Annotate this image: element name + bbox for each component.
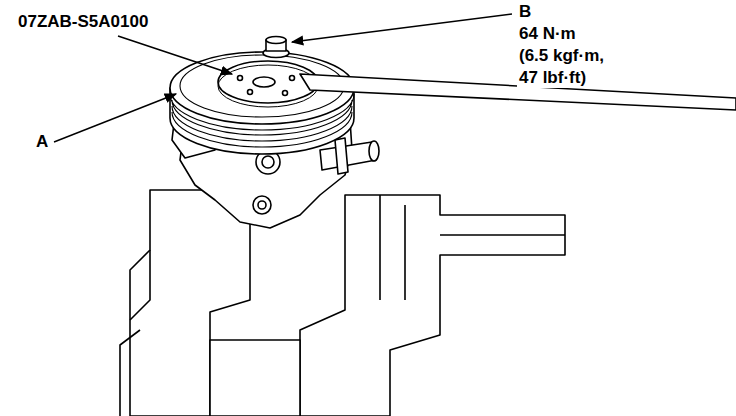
outlet-pipe [369,141,379,161]
torque-value: (6.5 kgf·m, [517,46,606,66]
torque-value: 47 lbf·ft) [517,68,588,88]
bolt-hole [253,196,271,214]
leader-line [292,14,512,42]
torque-value: 64 N·m [517,24,578,44]
flange-bolt [266,37,286,44]
vise-jaw [300,195,565,416]
tool-hole [290,76,295,81]
vise-base [210,340,300,416]
pulley-hub [253,77,275,87]
vise-jaw [130,250,150,320]
callout-letter: B [517,2,533,22]
holder-tool [218,65,318,107]
tool-hole [283,91,288,96]
leader-line [118,36,232,74]
callout-letter: A [34,132,50,152]
port [262,156,274,168]
tool-number: 07ZAB-S5A0100 [16,12,150,32]
holder-tool [218,61,318,103]
vise-base [120,330,140,416]
vise-slot [380,195,565,300]
leader-line [54,94,176,142]
tool-hole [248,90,253,95]
bolt-hole [258,201,266,209]
tool-hole [238,76,243,81]
outlet-pipe [335,138,348,174]
